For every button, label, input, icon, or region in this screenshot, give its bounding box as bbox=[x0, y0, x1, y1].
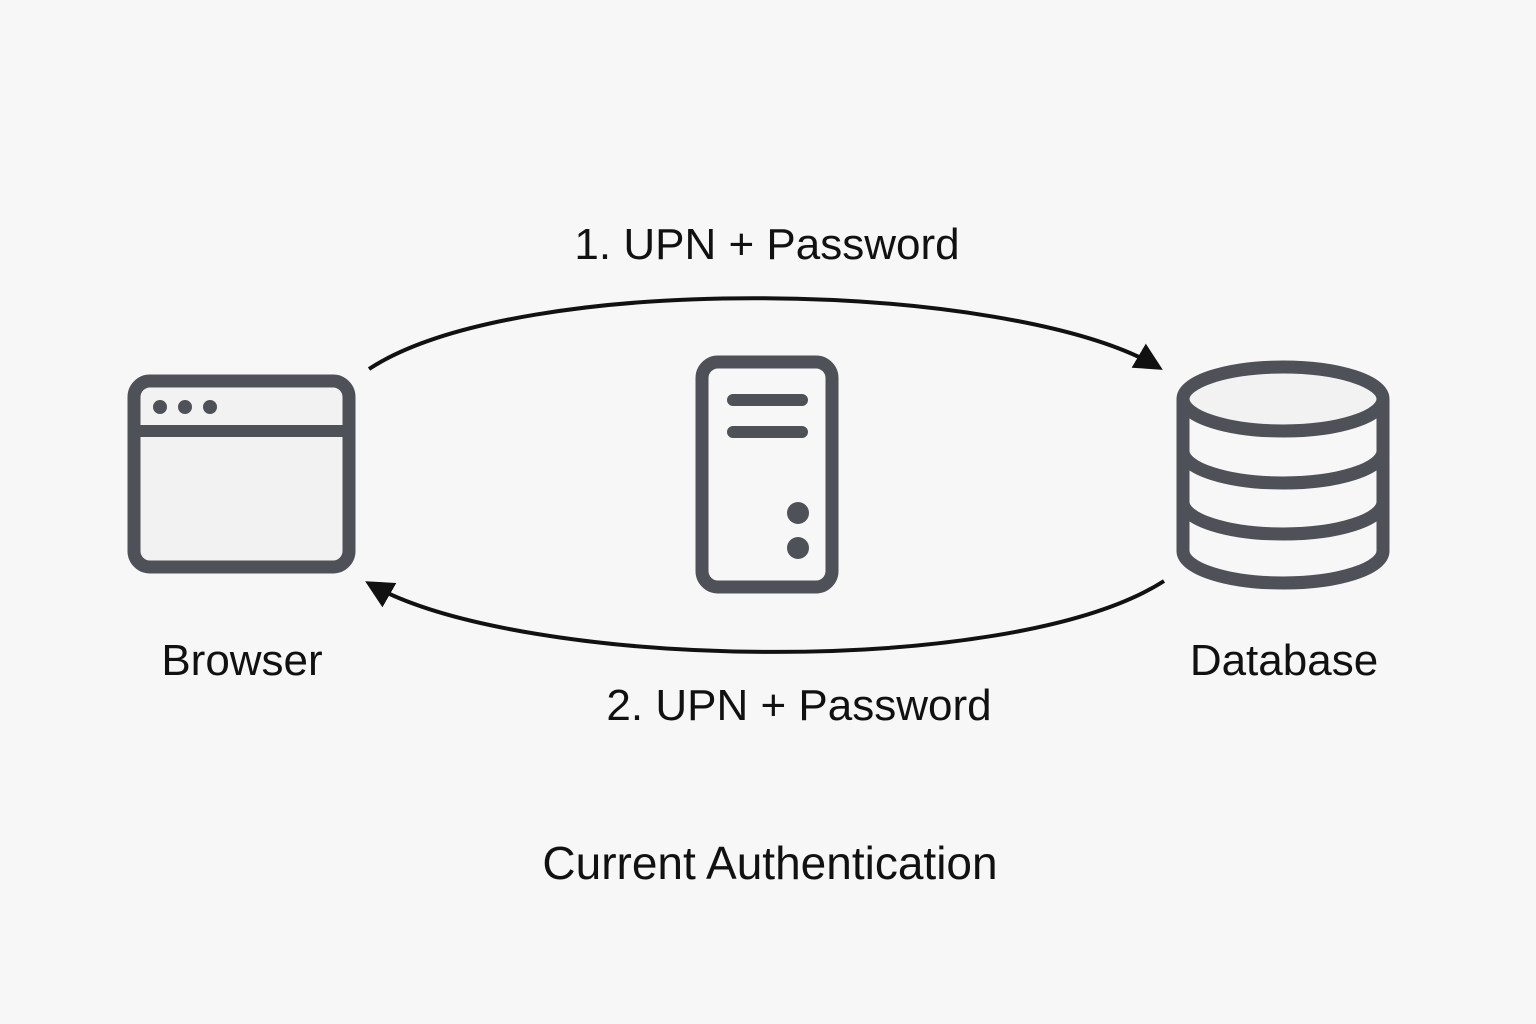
request-arrow bbox=[367, 296, 1163, 371]
diagram-caption: Current Authentication bbox=[542, 837, 997, 889]
database-cylinder-icon bbox=[1176, 360, 1390, 590]
database-label: Database bbox=[1190, 636, 1378, 685]
response-arrow bbox=[365, 579, 1166, 654]
browser-label: Browser bbox=[161, 636, 322, 685]
server-tower-icon bbox=[695, 355, 839, 594]
browser-window-icon bbox=[127, 374, 356, 574]
request-label: 1. UPN + Password bbox=[574, 220, 959, 269]
response-label: 2. UPN + Password bbox=[606, 681, 991, 730]
